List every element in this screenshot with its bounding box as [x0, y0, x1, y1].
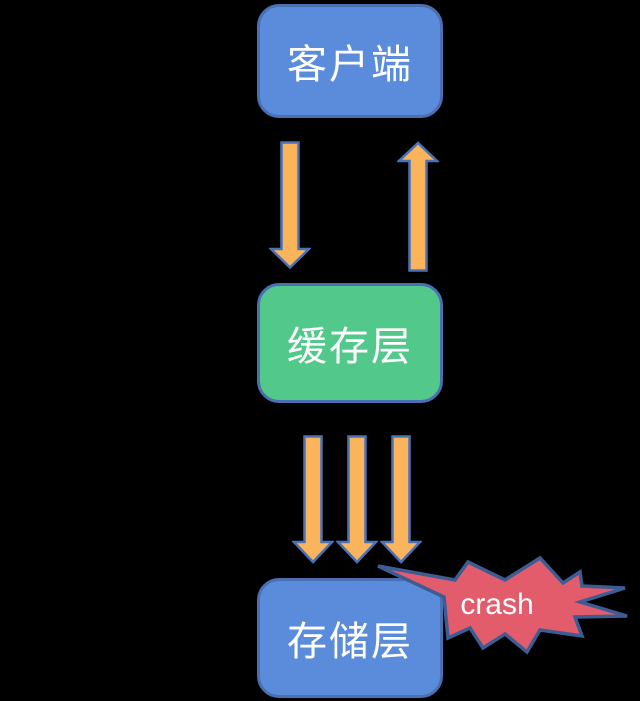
node-cache: 缓存层 — [257, 283, 443, 403]
node-storage: 存储层 — [257, 578, 443, 698]
node-client: 客户端 — [257, 4, 443, 118]
up-arrow-icon — [397, 141, 439, 272]
up-arrow-shape — [397, 141, 439, 272]
node-client-label: 客户端 — [287, 43, 413, 87]
crash-burst-shape — [377, 555, 628, 655]
down-arrow-icon — [292, 435, 334, 564]
crash-label: crash — [460, 588, 533, 621]
down-arrow-shape — [380, 435, 422, 564]
down-arrow-shape — [292, 435, 334, 564]
node-cache-label: 缓存层 — [287, 325, 413, 369]
down-arrow-shape — [269, 141, 311, 269]
down-arrow-icon — [336, 435, 378, 564]
down-arrow-shape — [336, 435, 378, 564]
crash-burst-icon: crash — [377, 555, 628, 655]
down-arrow-icon — [269, 141, 311, 269]
node-storage-label: 存储层 — [287, 620, 413, 664]
down-arrow-icon — [380, 435, 422, 564]
